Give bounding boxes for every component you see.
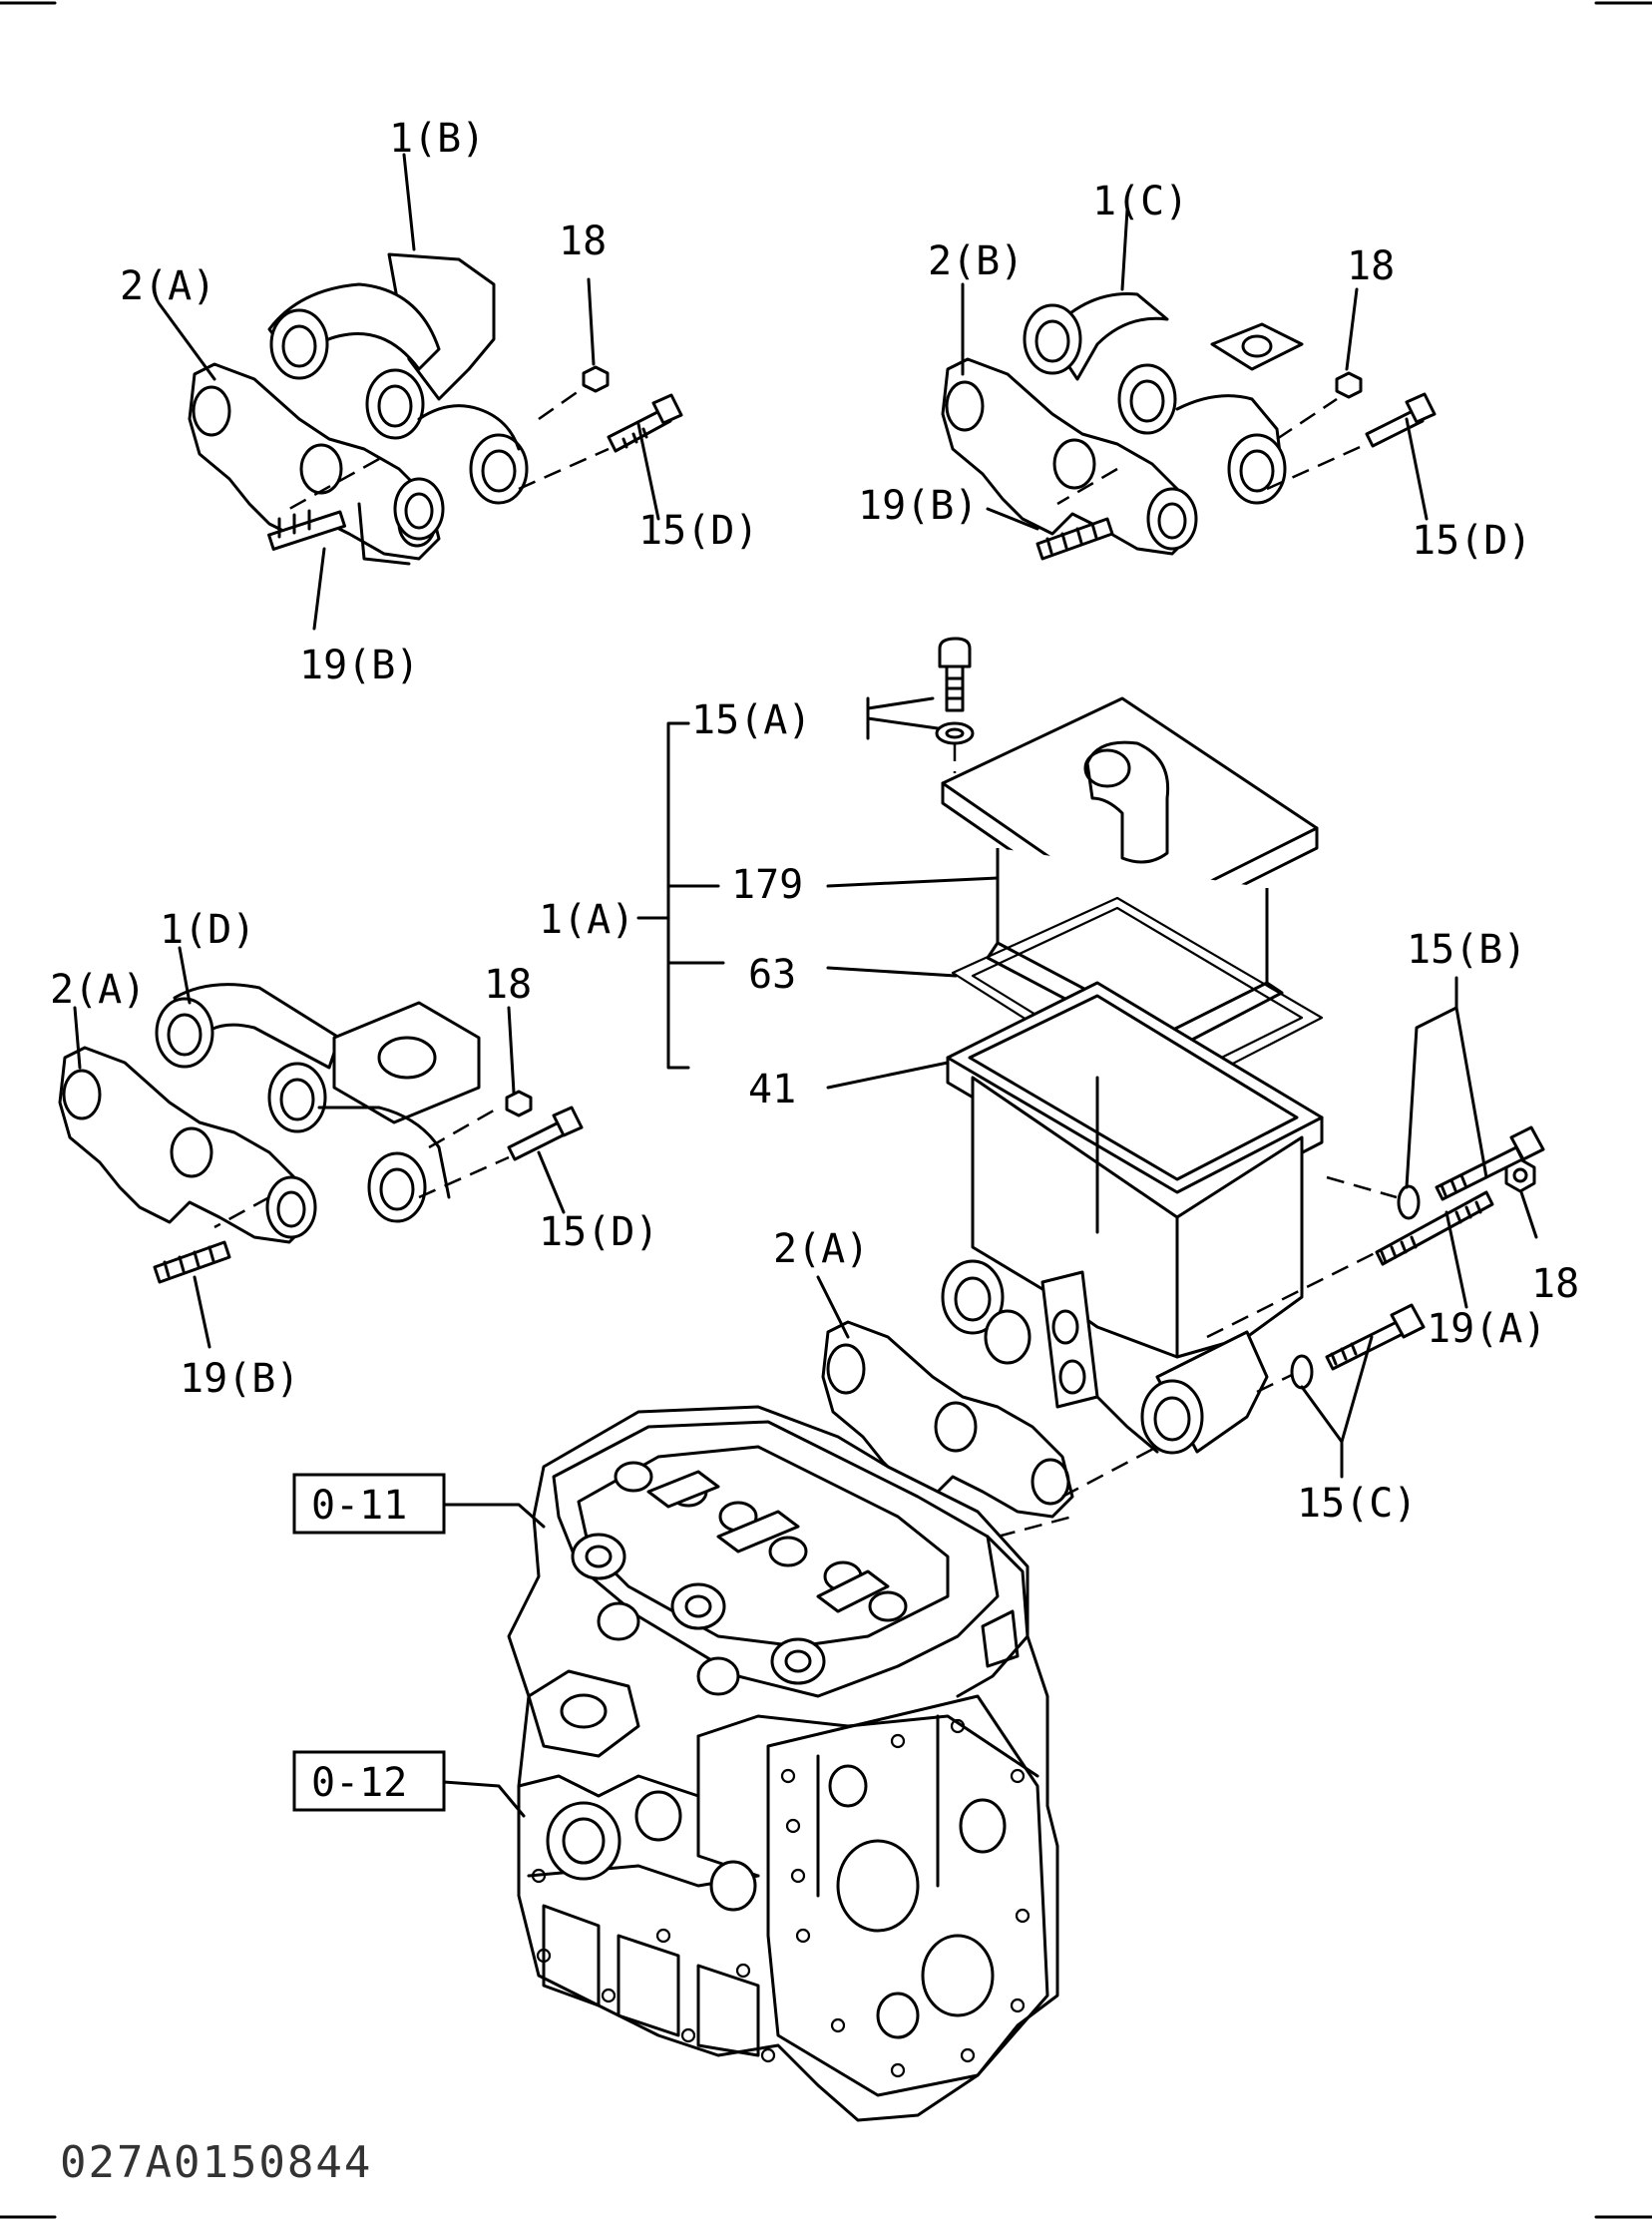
ref-box-0-12[interactable] — [292, 1750, 446, 1812]
leader-lines — [73, 153, 1538, 1818]
callout-15d-top-left: 15(D) — [638, 508, 758, 554]
exhaust-manifold-a-assembly — [821, 637, 1545, 1539]
callout-1c: 1(C) — [1092, 179, 1188, 224]
callout-2a-middle-left: 2(A) — [50, 967, 146, 1013]
exhaust-manifold-b — [188, 252, 683, 566]
callout-2a-top-left: 2(A) — [120, 263, 215, 309]
callout-1b: 1(B) — [389, 116, 485, 162]
callout-15c: 15(C) — [1297, 1481, 1417, 1527]
callout-18-middle-left: 18 — [484, 962, 532, 1008]
callout-19b-top-left: 19(B) — [299, 643, 419, 688]
callout-19b-middle-left: 19(B) — [180, 1356, 299, 1402]
callout-18-right: 18 — [1531, 1261, 1579, 1307]
callout-19b-top-right: 19(B) — [858, 483, 978, 529]
drawing-code: 027A0150844 — [60, 2137, 372, 2188]
front-plate-holes — [780, 1718, 1031, 2078]
exhaust-manifold-d — [58, 983, 584, 1284]
callout-1a: 1(A) — [539, 897, 634, 943]
exhaust-manifold-c — [941, 292, 1437, 561]
callout-15d-top-right: 15(D) — [1412, 518, 1531, 564]
callout-1d: 1(D) — [160, 907, 255, 953]
ref-label-0-12: 0-12 — [311, 1760, 407, 1806]
callout-labels: 1(B) 2(A) 18 15(D) 19(B) 1(C) 2(B) 18 19… — [50, 116, 1579, 2188]
ref-box-0-11[interactable] — [292, 1473, 446, 1535]
callout-18-top-left: 18 — [559, 219, 607, 264]
callout-179: 179 — [731, 862, 803, 908]
callout-41: 41 — [748, 1067, 796, 1112]
callout-19a: 19(A) — [1427, 1306, 1546, 1352]
callout-15a: 15(A) — [691, 697, 811, 743]
rocker-details — [614, 1461, 908, 1622]
callout-2a-lower: 2(A) — [773, 1226, 869, 1272]
callout-2b: 2(B) — [928, 238, 1024, 284]
ref-label-0-11: 0-11 — [311, 1483, 407, 1529]
engine-block — [507, 1405, 1059, 2122]
callout-15d-middle-left: 15(D) — [539, 1209, 658, 1255]
callout-15b: 15(B) — [1407, 927, 1526, 973]
callout-18-top-right: 18 — [1347, 243, 1395, 289]
callout-63: 63 — [748, 952, 796, 998]
